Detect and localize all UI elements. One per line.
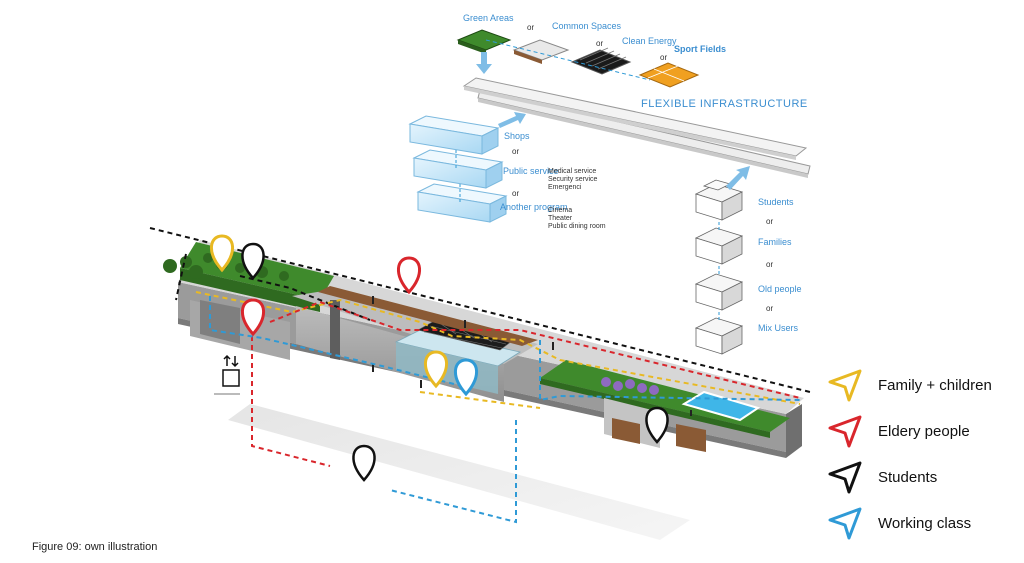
or-label: or: [512, 189, 519, 198]
legend-label: Working class: [878, 515, 972, 532]
black-pin-icon: [645, 406, 669, 444]
sport-fields-label: Sport Fields: [674, 44, 726, 54]
family-route: [419, 391, 541, 409]
infrastructure-title: FLEXIBLE INFRASTRUCTURE: [641, 98, 808, 110]
legend-item-elderly: Eldery people: [826, 414, 1016, 454]
green-areas-label: Green Areas: [463, 13, 514, 23]
public-example: Emergenci: [548, 184, 582, 191]
legend-label: Eldery people: [878, 423, 970, 440]
yellow-pin-icon: [424, 350, 448, 389]
public-service-label: Public service: [503, 166, 559, 176]
or-label: or: [596, 39, 603, 48]
legend-label: Students: [878, 469, 938, 486]
public-example: Medical service: [548, 168, 596, 175]
another-program-label: Another program: [500, 202, 568, 212]
green-area-tile: [456, 29, 512, 51]
program-modules: [408, 112, 526, 223]
red-pin-icon: [397, 256, 421, 295]
public-example: Security service: [548, 176, 598, 183]
or-label: or: [527, 23, 534, 32]
yellow-pin-icon: [210, 234, 234, 273]
program-example: Public dining room: [548, 223, 606, 230]
clean-energy-label: Clean Energy: [622, 36, 677, 46]
students-route: [239, 275, 371, 321]
elevator-icon: [214, 354, 240, 395]
elderly-route: [251, 336, 331, 467]
arrow-icon-red: [828, 415, 862, 448]
lavender-plants: [601, 377, 659, 395]
user-modules: [694, 166, 750, 355]
up-arrow-icon: [726, 166, 750, 190]
students-route: [175, 253, 187, 301]
legend-item-family: Family + children: [826, 368, 1016, 408]
mix-users-label: Mix Users: [758, 323, 798, 333]
arrow-icon-blue: [828, 507, 862, 540]
legend-item-students: Students: [826, 460, 1016, 500]
legend-item-working: Working class: [826, 506, 1016, 546]
or-label: or: [512, 147, 519, 156]
shops-label: Shops: [504, 131, 530, 141]
common-spaces-label: Common Spaces: [552, 21, 622, 31]
pool: [681, 390, 761, 422]
or-label: or: [766, 260, 773, 269]
legend-label: Family + children: [878, 377, 992, 394]
or-label: or: [766, 304, 773, 313]
students-label: Students: [758, 197, 794, 207]
up-right-arrow-icon: [498, 112, 526, 128]
down-arrow-icon: [476, 52, 492, 74]
figure-caption: Figure 09: own illustration: [32, 541, 158, 553]
black-pin-icon: [241, 242, 265, 280]
working-route: [389, 420, 517, 524]
blue-pin-icon: [454, 358, 478, 397]
red-pin-icon: [241, 298, 265, 337]
old-people-label: Old people: [758, 284, 802, 294]
routes: [149, 227, 811, 524]
pins: [210, 234, 669, 482]
common-space-tile: [512, 39, 570, 61]
working-route: [209, 296, 471, 389]
people-figures: [372, 296, 692, 416]
infrastructure-slabs: [462, 77, 811, 178]
arrow-icon-black: [828, 461, 862, 494]
working-route: [539, 340, 801, 402]
black-pin-icon: [352, 444, 376, 482]
elderly-route: [269, 300, 801, 399]
or-label: or: [766, 217, 773, 226]
arrow-icon-yellow: [828, 369, 862, 402]
or-label: or: [660, 53, 667, 62]
families-label: Families: [758, 237, 792, 247]
top-options: [456, 29, 700, 88]
program-example: Theater: [548, 215, 573, 222]
program-example: Cinema: [548, 207, 572, 214]
ground-shadow: [228, 404, 690, 540]
